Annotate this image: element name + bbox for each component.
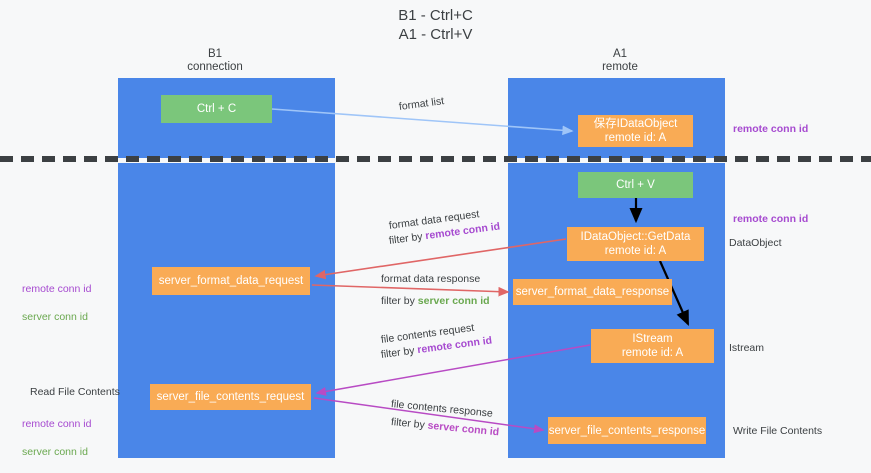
edge-label-fdresp-prefix: filter by <box>381 295 418 307</box>
node-server-file-contents-request[interactable]: server_file_contents_request <box>150 384 311 410</box>
node-ctrl-c[interactable]: Ctrl + C <box>161 95 272 123</box>
lane-a1-lower <box>508 163 725 458</box>
edge-label-file-contents-response: file contents response filter by server … <box>390 397 499 438</box>
annotation-write-file-contents: Write File Contents <box>733 425 823 437</box>
edge-label-fcresp-prefix: filter by <box>390 416 429 432</box>
annotation-left-conn-ids: remote conn id server conn id <box>22 268 91 338</box>
node-save-idataobject[interactable]: 保存IDataObject remote id: A <box>578 115 693 147</box>
page-title: B1 - Ctrl+C A1 - Ctrl+V <box>398 7 473 43</box>
edge-label-fdresp-line1: format data response <box>381 273 481 285</box>
annotation-dataobject: DataObject <box>729 237 782 249</box>
annotation-read-file-contents: Read File Contents <box>30 386 120 398</box>
column-header-a1: A1 remote <box>602 48 638 73</box>
node-server-format-data-request[interactable]: server_format_data_request <box>152 267 310 295</box>
node-server-format-data-response[interactable]: server_format_data_response <box>513 279 672 305</box>
section-divider <box>0 156 871 162</box>
annotation-remote-conn-id-mid: remote conn id <box>733 213 809 225</box>
annotation-remote-conn-id-top: remote conn id <box>733 123 809 135</box>
lane-b1-lower <box>118 163 335 458</box>
annotation-left-remote-conn-id: remote conn id <box>22 283 92 295</box>
edge-label-fcreq-prefix: filter by <box>380 344 419 361</box>
node-istream[interactable]: IStream remote id: A <box>591 329 714 363</box>
node-server-file-contents-response[interactable]: server_file_contents_response <box>548 417 706 444</box>
edge-label-fdreq-prefix: filter by <box>388 230 427 247</box>
edge-label-format-list: format list <box>398 95 445 115</box>
edge-label-format-list-line1: format list <box>398 95 445 113</box>
edge-label-format-data-response: format data response filter by server co… <box>381 272 490 309</box>
annotation-left-server-conn-id: server conn id <box>22 311 88 323</box>
edge-label-fdresp-highlight: server conn id <box>417 295 490 307</box>
annotation-left-server-conn-id-2: server conn id <box>22 446 88 458</box>
annotation-istream: Istream <box>729 342 765 354</box>
edge-label-fcresp-highlight: server conn id <box>427 419 500 439</box>
node-ctrl-v[interactable]: Ctrl + V <box>578 172 693 198</box>
column-header-b1: B1 connection <box>187 48 243 73</box>
edge-label-format-data-request: format data request filter by remote con… <box>388 208 501 249</box>
edge-label-file-contents-request: file contents request filter by remote c… <box>380 322 493 363</box>
annotation-left-conn-ids-2: remote conn id server conn id <box>22 403 91 473</box>
annotation-left-remote-conn-id-2: remote conn id <box>22 418 92 430</box>
node-idataobject-getdata[interactable]: IDataObject::GetData remote id: A <box>567 227 704 261</box>
